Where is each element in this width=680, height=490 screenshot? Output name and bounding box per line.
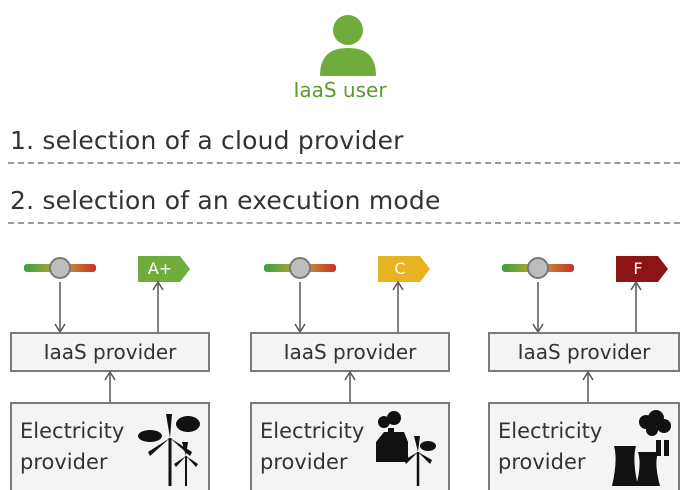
electricity-label-line2: provider: [498, 450, 586, 474]
dashed-divider: [8, 222, 680, 224]
arrow-up-icon: [630, 280, 642, 332]
energy-rating-badge: C: [378, 256, 430, 282]
energy-rating-badge: F: [616, 256, 668, 282]
step-2-label: 2. selection of an execution mode: [10, 186, 441, 215]
provider-column-2: C IaaS provider Electricity provider: [250, 250, 450, 490]
electricity-label-line1: Electricity: [20, 419, 125, 443]
electricity-provider-box: Electricity provider: [488, 402, 680, 490]
arrow-up-icon: [392, 280, 404, 332]
arrow-up-icon: [344, 370, 356, 402]
execution-mode-slider[interactable]: [502, 256, 574, 280]
execution-mode-slider[interactable]: [264, 256, 336, 280]
rating-label: C: [394, 259, 406, 278]
arrow-down-icon: [54, 282, 66, 334]
iaas-provider-box: IaaS provider: [10, 332, 210, 372]
slider-knob[interactable]: [289, 257, 311, 279]
iaas-user-label: IaaS user: [293, 78, 387, 102]
user-icon: [320, 15, 376, 76]
step-1-label: 1. selection of a cloud provider: [10, 126, 404, 155]
electricity-label-line1: Electricity: [260, 419, 365, 443]
rating-label: F: [633, 259, 643, 278]
energy-rating-badge: A+: [138, 256, 190, 282]
arrow-down-icon: [294, 282, 306, 334]
slider-knob[interactable]: [527, 257, 549, 279]
slider-knob[interactable]: [49, 257, 71, 279]
arrow-up-icon: [582, 370, 594, 402]
arrow-down-icon: [532, 282, 544, 334]
dashed-divider: [8, 162, 680, 164]
electricity-label-line1: Electricity: [498, 419, 603, 443]
arrow-up-icon: [104, 370, 116, 402]
wind-turbine-icon: [138, 414, 200, 486]
electricity-label-line2: provider: [20, 450, 108, 474]
factory-wind-icon: [376, 411, 436, 486]
execution-mode-slider[interactable]: [24, 256, 96, 280]
arrow-up-icon: [152, 280, 164, 332]
rating-label: A+: [147, 259, 173, 278]
electricity-provider-box: Electricity provider: [250, 402, 450, 490]
electricity-provider-box: Electricity provider: [10, 402, 210, 490]
power-plant-icon: [612, 410, 671, 486]
provider-column-1: A+ IaaS provider Electricity provider: [10, 250, 210, 490]
provider-column-3: F IaaS provider Electricity provider: [488, 250, 680, 490]
iaas-provider-box: IaaS provider: [488, 332, 680, 372]
electricity-label-line2: provider: [260, 450, 348, 474]
iaas-provider-box: IaaS provider: [250, 332, 450, 372]
